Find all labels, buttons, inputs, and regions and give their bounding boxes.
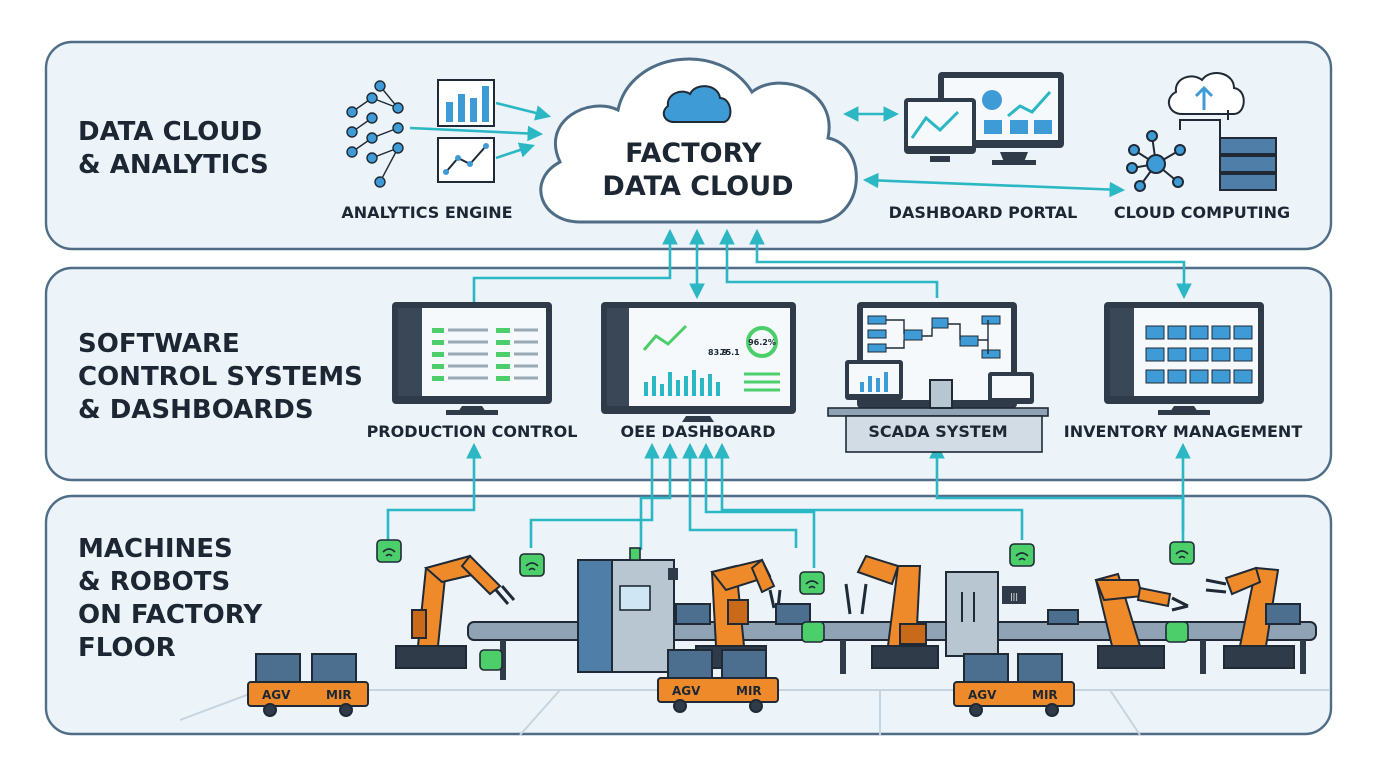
oee-dashboard-label: OEE DASHBOARD — [621, 422, 776, 441]
agv-2-right-label: MIR — [736, 684, 762, 698]
neural-network-icon — [346, 80, 404, 188]
cloud-computing-label: CLOUD COMPUTING — [1114, 203, 1290, 222]
production-control[interactable]: PRODUCTION CONTROL — [367, 302, 578, 441]
tier-label-cloud: DATA CLOUD & ANALYTICS — [78, 117, 271, 180]
robot-arm-1 — [395, 554, 516, 669]
agv-1-left-label: AGV — [262, 688, 291, 702]
cloud-upload-icon — [1167, 72, 1245, 115]
connectors-cloud-software — [409, 101, 1192, 302]
cloud-computing[interactable]: CLOUD COMPUTING — [1114, 72, 1290, 222]
robot-arm-5 — [1205, 566, 1295, 669]
inventory-management[interactable]: INVENTORY MANAGEMENT — [1064, 302, 1303, 441]
cloud-title: FACTORY DATA CLOUD — [602, 138, 793, 202]
wifi-icon — [1169, 541, 1195, 565]
oee-monitor: 83.9 75.1 96.2% — [601, 302, 796, 422]
robot-arm-4 — [1094, 572, 1189, 669]
tier-label-software: SOFTWARE CONTROL SYSTEMS & DASHBOARDS — [78, 329, 372, 425]
bar-chart-icon — [437, 79, 495, 127]
scada-workstation — [827, 302, 1049, 453]
signal-sensor-icon — [479, 649, 503, 671]
network-hub-icon — [1126, 130, 1186, 192]
signal-sensor-icon — [801, 621, 825, 643]
oee-stat-2: 75.1 — [720, 348, 740, 357]
wifi-sensors — [376, 539, 1195, 671]
monitor-icon — [904, 72, 1064, 165]
press-display: ||| — [1010, 592, 1018, 601]
dashboard-portal[interactable]: DASHBOARD PORTAL — [889, 72, 1078, 222]
scada-system[interactable]: SCADA SYSTEM — [827, 302, 1049, 453]
wifi-icon — [1009, 543, 1035, 567]
cloud-icon — [662, 85, 732, 123]
oee-stat-1: 83.9 — [708, 348, 728, 357]
inventory-management-label: INVENTORY MANAGEMENT — [1064, 422, 1303, 441]
tier-label-floor: MACHINES & ROBOTS ON FACTORY FLOOR — [78, 534, 271, 663]
agv-3-left-label: AGV — [968, 688, 997, 702]
signal-sensor-icon — [1165, 621, 1189, 643]
conveyor-bins — [675, 603, 1301, 625]
agv-3-right-label: MIR — [1032, 688, 1058, 702]
line-chart-icon — [437, 137, 495, 183]
agv-3: AGV MIR — [953, 653, 1075, 717]
connectors-software-floor — [386, 442, 1191, 568]
production-monitor — [392, 302, 552, 415]
agv-1: AGV MIR — [247, 653, 369, 717]
agv-2-left-label: AGV — [672, 684, 701, 698]
wifi-icon — [519, 553, 545, 577]
press-machine: ||| — [945, 571, 1026, 657]
cnc-machine — [577, 547, 678, 673]
wifi-icon — [799, 571, 825, 595]
wifi-icon — [376, 539, 402, 563]
scada-system-label: SCADA SYSTEM — [868, 422, 1007, 441]
oee-stat-3: 96.2% — [748, 338, 776, 347]
server-rack-icon — [1179, 110, 1277, 191]
inventory-monitor — [1104, 302, 1264, 415]
oee-dashboard[interactable]: 83.9 75.1 96.2% OEE DASHBOARD — [601, 302, 796, 441]
analytics-engine-label: ANALYTICS ENGINE — [341, 203, 512, 222]
dashboard-portal-label: DASHBOARD PORTAL — [889, 203, 1078, 222]
production-control-label: PRODUCTION CONTROL — [367, 422, 578, 441]
agv-1-right-label: MIR — [326, 688, 352, 702]
agv-2: AGV MIR — [657, 649, 779, 713]
robot-arm-3 — [844, 554, 939, 669]
analytics-engine[interactable]: ANALYTICS ENGINE — [341, 79, 513, 222]
factory-data-cloud[interactable]: FACTORY DATA CLOUD — [539, 57, 858, 224]
